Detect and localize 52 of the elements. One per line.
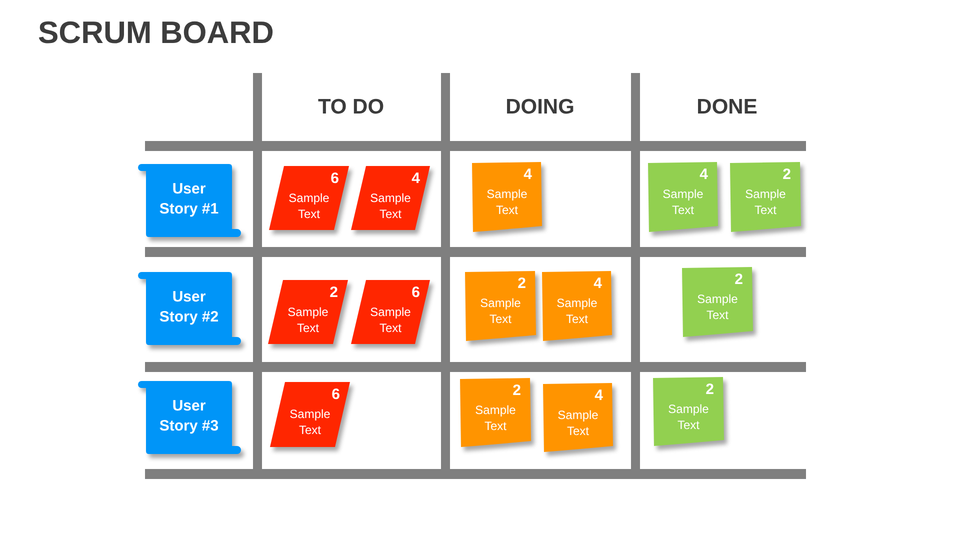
sticky-note: [653, 377, 724, 446]
card-text: Sample Text: [370, 305, 411, 336]
sticky-note: [472, 162, 542, 232]
sticky-note: [460, 378, 531, 447]
column-header: DONE: [696, 95, 758, 119]
story-title: User Story #3: [158, 396, 220, 436]
card-text: Sample Text: [558, 408, 598, 440]
card-number: 2: [512, 383, 521, 398]
card-number: 4: [700, 167, 708, 182]
card-number: 2: [518, 276, 526, 291]
card-text: Sample Text: [486, 187, 528, 218]
task-card: [351, 166, 430, 230]
card-text: Sample Text: [662, 187, 704, 218]
card-text: Sample Text: [480, 296, 521, 328]
scroll-card: [137, 380, 241, 456]
task-card: [269, 166, 349, 230]
card-number: 2: [330, 285, 338, 300]
sticky-note: [465, 271, 536, 341]
card-number: 4: [594, 276, 602, 291]
task-card: [270, 382, 350, 447]
sticky-note: [648, 162, 718, 232]
title: SCRUM BOARD: [38, 16, 274, 50]
task-card: [268, 280, 348, 344]
sticky-note: [543, 383, 613, 452]
sticky-note: [542, 271, 612, 341]
card-number: 6: [412, 285, 420, 300]
card-text: Sample Text: [290, 407, 330, 438]
card-number: 4: [594, 388, 603, 403]
scroll-card: [137, 163, 241, 239]
column-header: TO DO: [318, 95, 384, 119]
card-text: Sample Text: [475, 403, 516, 434]
card-number: 2: [734, 272, 743, 287]
card-text: Sample Text: [668, 402, 709, 434]
story-title: User Story #2: [158, 288, 220, 326]
card-number: 4: [524, 167, 532, 182]
card-number: 6: [330, 171, 339, 186]
sticky-note: [730, 162, 801, 232]
sticky-note: [682, 267, 753, 337]
card-text: Sample Text: [745, 187, 786, 218]
card-number: 4: [412, 171, 420, 186]
story-title: User Story #1: [158, 180, 220, 218]
card-number: 2: [706, 382, 714, 397]
column-header: DOING: [506, 95, 574, 119]
task-card: [351, 280, 430, 344]
card-number: 6: [332, 387, 340, 402]
card-text: Sample Text: [370, 191, 411, 222]
card-text: Sample Text: [288, 191, 330, 222]
card-number: 2: [782, 167, 791, 182]
card-text: Sample Text: [697, 292, 738, 324]
card-text: Sample Text: [556, 296, 598, 328]
scroll-card: [137, 271, 241, 347]
card-text: Sample Text: [288, 305, 328, 336]
